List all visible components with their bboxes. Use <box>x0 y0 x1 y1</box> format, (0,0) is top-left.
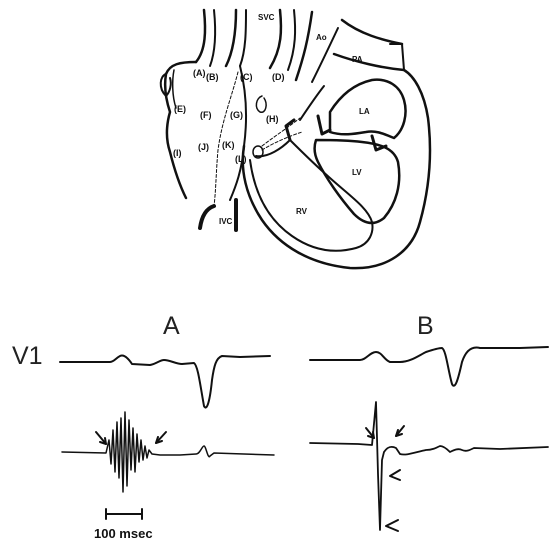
region-label-i: (I) <box>173 148 182 158</box>
lv-label: LV <box>352 168 362 177</box>
region-label-b: (B) <box>206 72 219 82</box>
region-label-a: (A) <box>193 68 206 78</box>
region-label-g: (G) <box>230 110 243 120</box>
la-label: LA <box>359 107 370 116</box>
region-label-e: (E) <box>174 104 186 114</box>
region-label-h: (H) <box>266 114 279 124</box>
rv-label: RV <box>296 207 308 216</box>
region-label-c: (C) <box>240 72 253 82</box>
pulmonary-artery-outline <box>342 20 402 44</box>
svc-outline <box>196 10 205 62</box>
panel-a-electrogram-trace <box>62 412 274 492</box>
region-label-d: (D) <box>272 72 285 82</box>
fossa-ovalis <box>256 96 266 112</box>
panel-b-electrogram-trace <box>310 402 548 530</box>
panel-b-v1-trace <box>310 347 548 386</box>
region-label-j: (J) <box>198 142 209 152</box>
panel-b-bottom-arrowhead <box>386 520 398 531</box>
region-label-l: (L) <box>235 154 247 164</box>
scale-bar <box>106 509 142 519</box>
region-label-k: (K) <box>222 140 235 150</box>
ivc-label: IVC <box>219 217 233 226</box>
panel-a-v1-trace <box>60 355 270 407</box>
left-ventricle-outline <box>315 140 400 223</box>
ao-label: Ao <box>316 33 327 42</box>
scale-bar-label: 100 msec <box>94 526 153 541</box>
panel-b-middle-arrowhead <box>390 470 400 480</box>
pa-label: PA <box>352 55 363 64</box>
svc-label: SVC <box>258 13 275 22</box>
region-label-f: (F) <box>200 110 212 120</box>
heart-outer-contour <box>243 70 430 268</box>
heart-diagram: SVC Ao PA LA LV RV IVC (A) (B) (C) (D) (… <box>0 0 557 300</box>
right-ventricle-outline <box>250 140 372 251</box>
ivc-outline <box>200 206 214 228</box>
ecg-tracings <box>0 300 557 546</box>
